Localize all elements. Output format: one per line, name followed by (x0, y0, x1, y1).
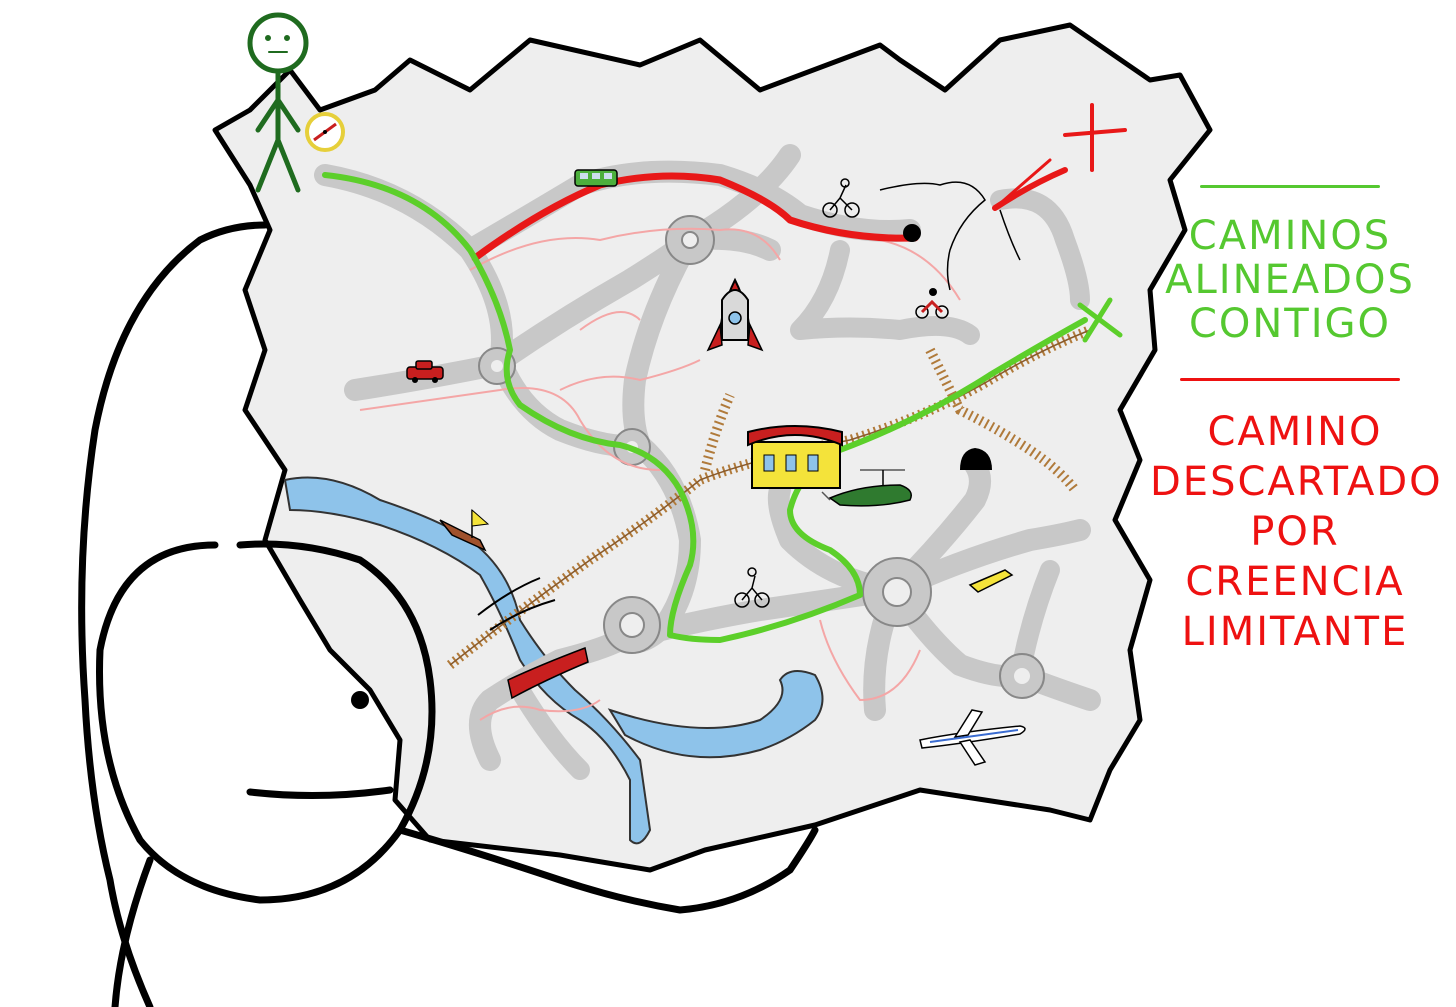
road (990, 188, 1090, 310)
airplane-icon (919, 709, 1026, 766)
road (767, 479, 906, 601)
legend-aligned-line-1: CAMINOS (1188, 213, 1392, 259)
legend-discarded-line-3: POR (1250, 509, 1340, 555)
rail-track (700, 393, 735, 472)
road (459, 160, 921, 261)
viewer-mouth (246, 786, 394, 800)
explorer-figure (247, 12, 309, 193)
legend-discarded-line-2: DESCARTADO (1150, 459, 1443, 505)
rocket-icon (706, 277, 764, 352)
road (484, 227, 781, 376)
legend-red-rule (1180, 378, 1400, 381)
helicopter-icon (821, 469, 912, 507)
sports-car-icon (968, 569, 1014, 593)
motorbike-icon (915, 288, 949, 319)
viewer-character (78, 221, 819, 1007)
viewer-hand (396, 826, 819, 914)
legend-aligned-line-3: CONTIGO (1188, 301, 1392, 347)
road (622, 229, 701, 456)
legend-discarded-label: CAMINO DESCARTADO POR CREENCIA LIMITANTE (1150, 409, 1443, 662)
end-marker-red-x (1063, 103, 1127, 172)
car-icon (406, 360, 444, 383)
discarded-route (471, 172, 919, 262)
road (884, 579, 1101, 711)
compass-icon (305, 112, 345, 152)
legend-discarded-line-5: LIMITANTE (1181, 609, 1409, 655)
crack-lines (879, 181, 1021, 291)
road (510, 680, 590, 780)
secondary-roads (359, 227, 961, 721)
viewer-eye (351, 691, 369, 709)
road (790, 240, 980, 345)
legend-discarded-line-1: CAMINO (1207, 409, 1383, 455)
tunnel-end-marker (903, 224, 921, 242)
train-station-icon (747, 425, 843, 489)
bicycle-icon-2 (734, 567, 770, 608)
bicycle-icon (822, 178, 860, 218)
bus-icon (574, 169, 618, 187)
end-marker-green-x (1077, 297, 1123, 343)
legend-aligned-line-2: ALINEADOS (1165, 257, 1415, 303)
legend-discarded-line-4: CREENCIA (1185, 559, 1405, 605)
viewer-head (96, 540, 436, 904)
legend-green-rule (1200, 185, 1380, 188)
viewer-body (111, 856, 154, 1007)
discarded-path (471, 158, 1068, 262)
legend-aligned-label: CAMINOS ALINEADOS CONTIGO (1150, 216, 1430, 348)
tunnel-icon (960, 448, 992, 470)
viewer-arm (78, 221, 269, 1007)
boat-icon (439, 508, 490, 552)
bridge-icon (477, 577, 589, 700)
